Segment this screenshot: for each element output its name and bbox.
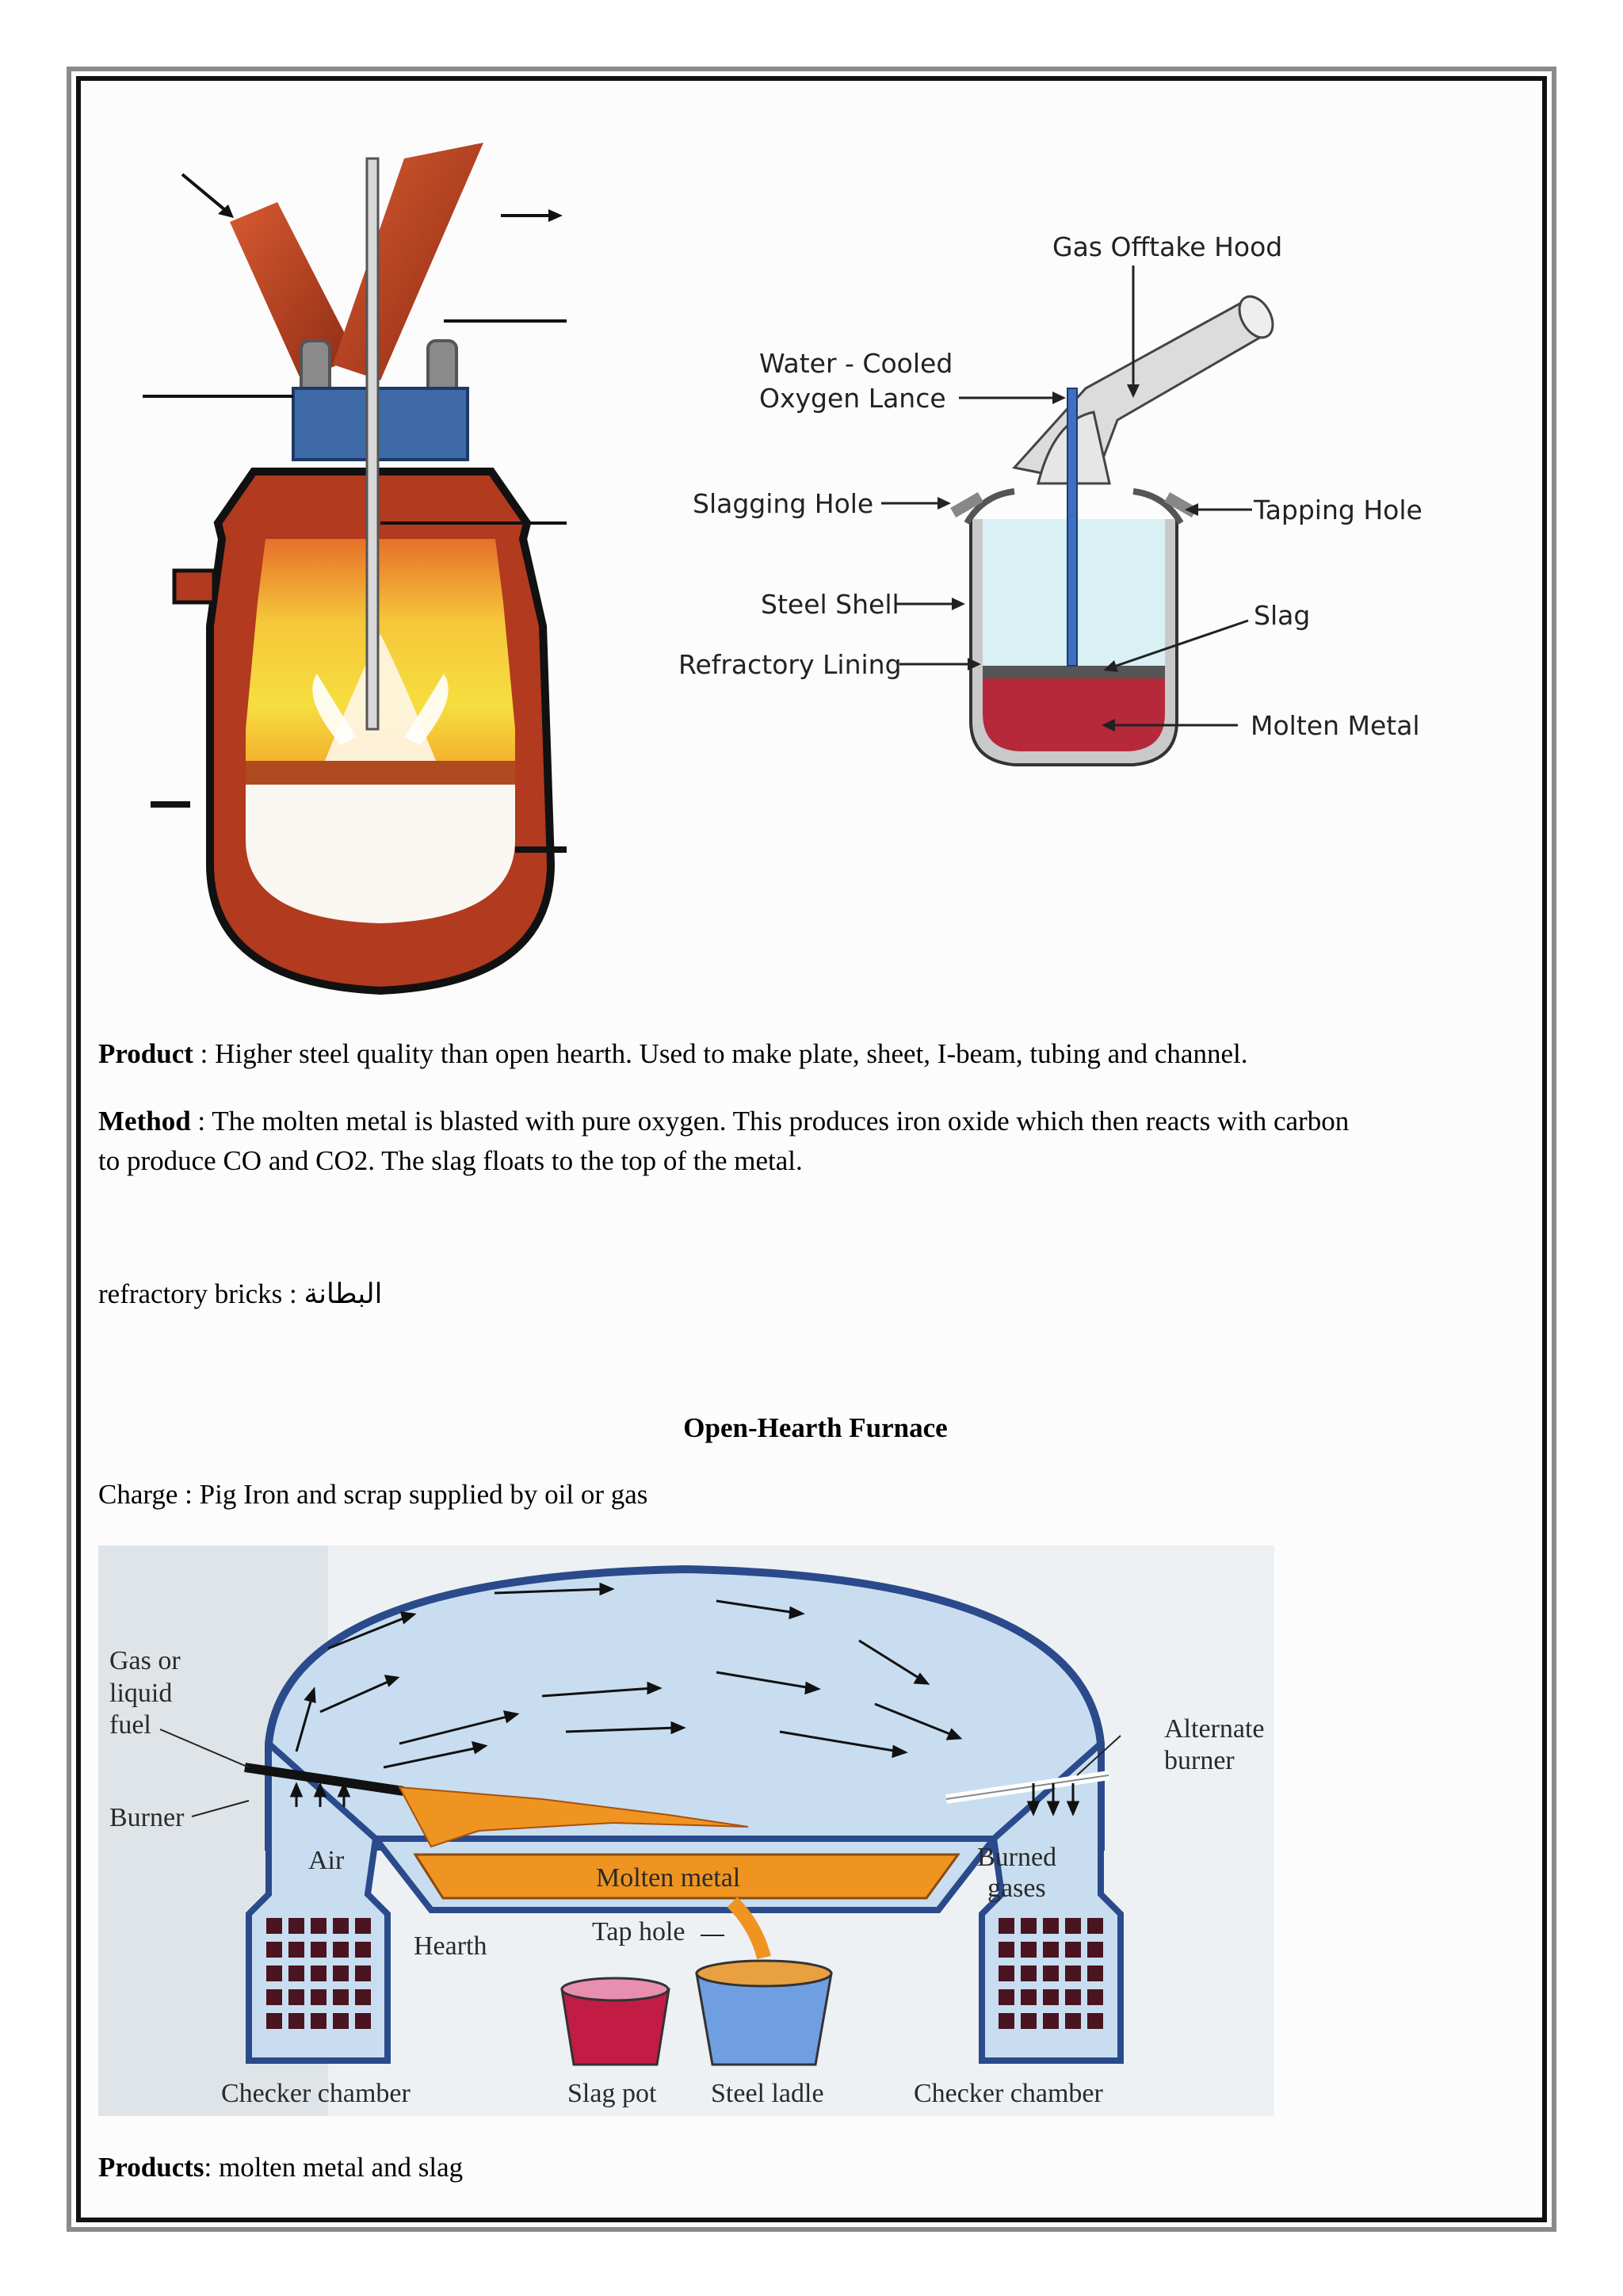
section-title: Open-Hearth Furnace [683, 1412, 948, 1443]
label-burner: Burner [109, 1803, 185, 1832]
label-slag-pot: Slag pot [567, 2079, 657, 2108]
label-burned-line2: gases [987, 1874, 1046, 1903]
label-fuel-line3: fuel [109, 1710, 151, 1740]
label-tap-hole: Tap hole [592, 1917, 685, 1946]
method-label: Method [98, 1106, 191, 1137]
label-alternate-line1: Alternate [1164, 1714, 1265, 1744]
method-text-line1: : The molten metal is blasted with pure … [190, 1106, 1350, 1137]
refractory-term: refractory bricks : البطانة [98, 1278, 383, 1309]
label-steel-ladle: Steel ladle [711, 2079, 824, 2108]
bof-schematic-diagram: Gas Offtake Hood Water - Cooled Oxygen L… [678, 231, 1423, 766]
charge-paragraph: Charge : Pig Iron and scrap supplied by … [98, 1479, 648, 1510]
product-label: Product [98, 1038, 193, 1069]
products-paragraph: Products: molten metal and slag [98, 2148, 463, 2187]
products-text: : molten metal and slag [204, 2152, 464, 2183]
label-hearth: Hearth [414, 1931, 487, 1961]
label-slag: Slag [1254, 600, 1310, 631]
label-checker-chamber-left: Checker chamber [221, 2079, 411, 2108]
label-oxygen-lance: Oxygen Lance [759, 383, 946, 414]
products-label: Products [98, 2152, 204, 2183]
product-text: : Higher steel quality than open hearth.… [193, 1038, 1248, 1069]
label-steel-shell: Steel Shell [761, 589, 899, 620]
label-burned-line1: Burned [977, 1843, 1056, 1872]
label-slagging-hole: Slagging Hole [693, 488, 873, 519]
label-gas-offtake-hood: Gas Offtake Hood [1052, 231, 1282, 262]
bof-furnace-illustration [143, 143, 567, 995]
label-water-cooled: Water - Cooled [759, 348, 953, 379]
label-molten-metal: Molten Metal [1251, 710, 1420, 741]
method-text-line2: to produce CO and CO2. The slag floats t… [98, 1145, 803, 1176]
product-paragraph: Product : Higher steel quality than open… [98, 1034, 1247, 1074]
label-alternate-line2: burner [1164, 1746, 1235, 1775]
method-paragraph-line1: Method : The molten metal is blasted wit… [98, 1102, 1349, 1141]
label-molten-metal-ohf: Molten metal [596, 1863, 740, 1893]
label-checker-chamber-right: Checker chamber [914, 2079, 1103, 2108]
page-border-outer [67, 67, 1556, 2232]
open-hearth-furnace-diagram: Gas or liquid fuel Burner Air Molten met… [98, 1545, 1274, 2116]
label-refractory-lining: Refractory Lining [678, 649, 902, 680]
label-fuel-line2: liquid [109, 1679, 172, 1708]
label-fuel-line1: Gas or [109, 1646, 181, 1675]
label-tapping-hole: Tapping Hole [1253, 495, 1423, 525]
label-air: Air [308, 1846, 345, 1875]
